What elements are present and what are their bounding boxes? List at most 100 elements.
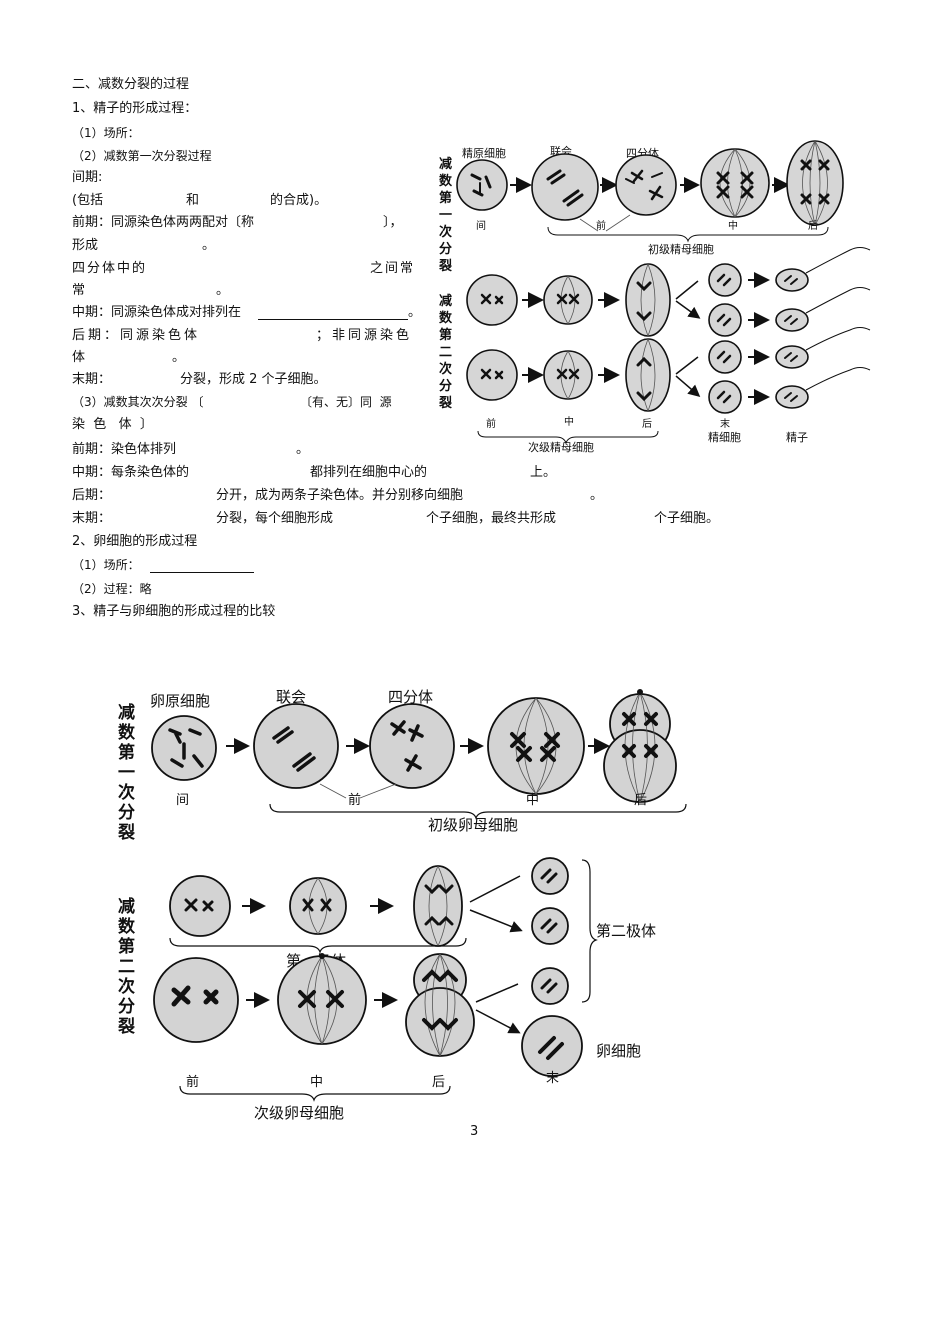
- m2-telophase-c: 个子细胞，最终共形成: [426, 511, 557, 526]
- svg-text:分: 分: [118, 997, 135, 1017]
- label-oogonium: 卵原细胞: [150, 692, 210, 710]
- m2-telophase-d: 个子细胞。: [654, 511, 720, 526]
- svg-text:裂: 裂: [438, 395, 453, 411]
- sperm-cell-tetrad: [615, 154, 677, 216]
- compare-heading: 3、精子与卵细胞的形成过程的比较: [72, 604, 276, 619]
- egg-polar-row: [169, 857, 569, 947]
- m2-anaphase-a: 后期：: [72, 488, 112, 503]
- m2-metaphase-a: 中期：每条染色体的: [72, 465, 190, 480]
- egg-brace-1-label: 初级卵母细胞: [428, 816, 518, 834]
- egg-stage-interphase: 间: [176, 793, 189, 808]
- interphase-text-b: 和: [186, 193, 200, 208]
- sperm-cell-metaphase1: [700, 148, 770, 218]
- svg-text:裂: 裂: [438, 258, 453, 274]
- anaphase-a: 后期：同源染色体: [72, 328, 201, 343]
- svg-text:次: 次: [118, 782, 135, 803]
- m2-stage-prophase: 前: [486, 417, 496, 430]
- m2-telophase-b: 分裂，每个细胞形成: [216, 511, 334, 526]
- svg-text:第: 第: [439, 327, 452, 343]
- prophase-b: 〕，: [383, 215, 403, 230]
- egg-m2-prophase: 前: [186, 1074, 199, 1090]
- stage-anaphase: 后: [808, 220, 818, 232]
- sperm-side-label-1: 减 数 第 一 次 分 裂: [438, 156, 453, 274]
- label-spermatogonium: 精原细胞: [462, 147, 506, 160]
- sperm-heading: 1、精子的形成过程：: [72, 101, 198, 116]
- svg-text:减: 减: [118, 896, 135, 917]
- prophase-g: 常: [72, 283, 86, 298]
- egg-stage-prophase: 前: [348, 792, 361, 808]
- m2-stage-metaphase: 中: [564, 415, 574, 428]
- egg-process: （2）过程：略: [72, 582, 152, 596]
- svg-text:二: 二: [439, 345, 452, 360]
- interphase-label: 间期:: [72, 170, 103, 185]
- m2-prophase-a: 前期：染色体排列: [72, 442, 177, 457]
- spermatogenesis-diagram: 减 数 第 一 次 分 裂 减 数 第 二 次 分 裂 精原细胞 联会 四分体: [438, 140, 871, 454]
- svg-text:二: 二: [118, 957, 135, 977]
- stage-metaphase: 中: [728, 219, 738, 232]
- m2-stage-anaphase: 后: [642, 418, 652, 430]
- svg-text:第: 第: [118, 936, 135, 957]
- egg-cell-synapsis: [253, 703, 339, 789]
- label-spermatid: 精细胞: [708, 431, 741, 444]
- egg-oocyte-row: [153, 953, 583, 1077]
- svg-text:分: 分: [439, 378, 452, 394]
- sperm-cell-interphase: [456, 159, 508, 211]
- sperm-m2-row-a: [466, 247, 871, 337]
- m2-anaphase-c: 。: [590, 488, 604, 503]
- egg-site: （1）场所：: [72, 558, 140, 572]
- svg-text:减: 减: [118, 702, 135, 723]
- meiosis2-heading-a: （3）减数其次次分裂 〔: [72, 395, 204, 409]
- egg-stage-metaphase: 中: [526, 793, 539, 808]
- m2-anaphase-b: 分开，成为两条子染色体。并分别移向细胞: [216, 488, 464, 503]
- m2-metaphase-c: 上。: [530, 465, 557, 480]
- meiosis2-heading-b: 〔有、无〕同 源: [300, 395, 392, 409]
- prophase-d: 。: [202, 238, 216, 253]
- brace-1-label: 初级精母细胞: [648, 242, 714, 256]
- sperm-site: （1）场所：: [72, 126, 140, 140]
- brace-secondary-spermatocyte: [477, 430, 659, 445]
- egg-cell-interphase: [151, 715, 217, 781]
- svg-text:裂: 裂: [117, 1016, 135, 1037]
- svg-text:数: 数: [439, 310, 453, 326]
- stage-interphase: 间: [476, 219, 486, 232]
- meiosis2-heading-c: 染 色 体 〕: [72, 417, 153, 432]
- prophase-a: 前期：同源染色体两两配对〔称: [72, 215, 255, 230]
- egg-m2-anaphase: 后: [432, 1075, 445, 1090]
- metaphase: 中期：同源染色体成对排列在: [72, 305, 242, 320]
- svg-text:一: 一: [439, 208, 452, 223]
- svg-text:次: 次: [439, 361, 452, 377]
- egg-m2-telophase: 末: [546, 1071, 559, 1086]
- svg-text:一: 一: [118, 763, 135, 783]
- egg-cell-anaphase1: [603, 689, 677, 803]
- egg-brace-2-label: 次级卵母细胞: [254, 1104, 344, 1122]
- brace-first-polar-body: [169, 937, 467, 954]
- svg-text:分: 分: [118, 803, 135, 823]
- metaphase-blank: [258, 319, 408, 320]
- meiosis1-heading: （2）减数第一次分裂过程: [72, 149, 212, 163]
- prophase-c: 形成: [72, 238, 99, 253]
- label-egg-synapsis: 联会: [276, 688, 306, 706]
- sperm-side-label-2: 减 数 第 二 次 分 裂: [438, 293, 453, 411]
- egg-side-label-2: 减 数 第 二 次 分 裂: [117, 896, 136, 1037]
- prophase-e: 四分体中的: [72, 261, 148, 276]
- svg-text:第: 第: [118, 742, 135, 763]
- svg-text:次: 次: [439, 224, 452, 240]
- label-second-polar-body: 第二极体: [596, 922, 656, 940]
- m2-stage-telophase: 末: [720, 417, 730, 430]
- sperm-cell-anaphase1: [786, 140, 844, 226]
- oogenesis-diagram: 减 数 第 一 次 分 裂 减 数 第 二 次 分 裂 卵原细胞 联会 四分体: [117, 688, 687, 1122]
- egg-heading: 2、卵细胞的形成过程: [72, 534, 198, 549]
- svg-text:分: 分: [439, 241, 452, 257]
- telophase-a: 末期：: [72, 372, 112, 387]
- egg-m2-metaphase: 中: [310, 1075, 323, 1090]
- egg-site-blank: [150, 572, 254, 573]
- m2-prophase-b: 。: [296, 442, 310, 457]
- label-sperm: 精子: [786, 431, 808, 444]
- svg-text:减: 减: [439, 293, 452, 309]
- interphase-text-a: (包括: [72, 193, 104, 208]
- label-egg-tetrad: 四分体: [388, 688, 433, 706]
- egg-cell-tetrad: [369, 703, 455, 789]
- brace-primary-spermatocyte: [547, 226, 829, 243]
- brace-primary-oocyte: [269, 803, 687, 820]
- telophase-b: 分裂，形成 2 个子细胞。: [180, 372, 327, 387]
